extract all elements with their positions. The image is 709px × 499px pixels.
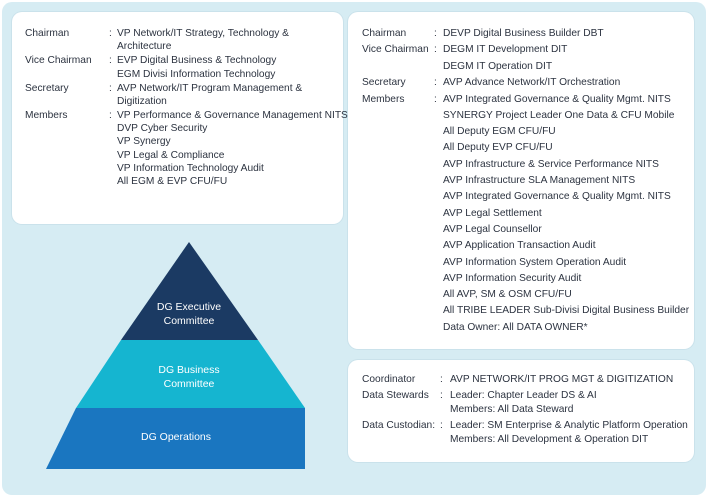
role-holder: AVP Information Security Audit: [443, 272, 582, 284]
role-label: Chairman: [362, 28, 407, 39]
role-holder: All EGM & EVP CFU/FU: [117, 175, 228, 187]
role-separator: :: [434, 93, 437, 105]
role-label: Members: [362, 93, 405, 105]
role-label: Data Stewards: [362, 389, 429, 401]
executive-tier-label-line2: Committee: [164, 315, 215, 327]
role-holder: Leader: Chapter Leader DS & AI: [450, 389, 597, 401]
role-holder: EVP Digital Business & Technology: [117, 55, 277, 67]
role-holder: AVP Legal Counsellor: [443, 223, 542, 235]
pyramid-tier-operations: [46, 408, 305, 469]
executive-tier-label-line1: DG Executive: [157, 301, 221, 313]
role-holder: DEGM IT Operation DIT: [443, 60, 553, 72]
pyramid-tier-business: [76, 340, 305, 408]
role-separator: :: [109, 109, 112, 121]
role-holder: SYNERGY Project Leader One Data & CFU Mo…: [443, 109, 675, 121]
role-holder: All Deputy EGM CFU/FU: [443, 126, 556, 138]
role-holder: AVP Integrated Governance & Quality Mgmt…: [443, 93, 671, 105]
role-holder: AVP Infrastructure & Service Performance…: [443, 158, 659, 170]
pyramid-tier-executive: [121, 242, 258, 340]
role-holder: VP Network/IT Strategy, Technology &: [117, 28, 289, 39]
role-holder: VP Synergy: [117, 136, 171, 148]
role-holder: AVP Legal Settlement: [443, 207, 542, 219]
role-holder: Members: All Development & Operation DIT: [450, 434, 649, 445]
role-label: Members: [25, 109, 68, 121]
role-separator: :: [109, 55, 112, 67]
role-label: Vice Chairman: [362, 44, 429, 56]
role-separator: :: [434, 77, 437, 89]
role-holder: Members: All Data Steward: [450, 404, 574, 415]
role-holder: EGM Divisi Information Technology: [117, 68, 276, 80]
role-label: Vice Chairman: [25, 55, 92, 67]
role-holder: AVP Information System Operation Audit: [443, 256, 627, 268]
role-holder: Data Owner: All DATA OWNER*: [443, 321, 588, 333]
role-holder: AVP Integrated Governance & Quality Mgmt…: [443, 191, 671, 203]
role-holder: All Deputy EVP CFU/FU: [443, 142, 553, 154]
role-holder: VP Performance & Governance Management N…: [117, 109, 348, 121]
role-label: Chairman: [25, 28, 70, 39]
role-separator: :: [440, 419, 443, 431]
role-holder: VP Legal & Compliance: [117, 149, 225, 161]
role-separator: :: [434, 44, 437, 56]
role-holder: AVP NETWORK/IT PROG MGT & DIGITIZATION: [450, 374, 674, 385]
role-holder: DEGM IT Development DIT: [443, 44, 568, 56]
executive-committee-card: Chairman: VP Network/IT Strategy, Technol…: [12, 12, 348, 224]
role-holder: DEVP Digital Business Builder DBT: [443, 28, 604, 39]
role-separator: :: [440, 374, 443, 385]
role-separator: :: [440, 389, 443, 401]
operations-tier-label: DG Operations: [141, 431, 211, 443]
role-label: Data Custodian:: [362, 419, 436, 431]
role-separator: :: [434, 28, 437, 39]
business-committee-card: Chairman: DEVP Digital Business Builder D…: [348, 12, 694, 349]
role-holder: VP Information Technology Audit: [117, 162, 264, 174]
operations-card: Coordinator: AVP NETWORK/IT PROG MGT & DI…: [348, 360, 694, 462]
role-holder: AVP Network/IT Program Management &: [117, 82, 303, 94]
role-label: Secretary: [362, 77, 406, 89]
role-holder: Architecture: [117, 41, 172, 53]
role-holder: AVP Advance Network/IT Orchestration: [443, 77, 621, 89]
role-holder: Leader: SM Enterprise & Analytic Platfor…: [450, 419, 688, 431]
role-holder: AVP Infrastructure SLA Management NITS: [443, 175, 636, 186]
role-holder: Digitization: [117, 95, 167, 107]
role-holder: AVP Application Transaction Audit: [443, 240, 596, 252]
business-tier-label-line2: Committee: [164, 378, 215, 390]
role-label: Secretary: [25, 82, 69, 94]
role-holder: All AVP, SM & OSM CFU/FU: [443, 289, 572, 301]
role-separator: :: [109, 82, 112, 94]
role-separator: :: [109, 28, 112, 39]
role-holder: All TRIBE LEADER Sub-Divisi Digital Busi…: [443, 305, 690, 317]
business-tier-label-line1: DG Business: [158, 364, 219, 376]
role-label: Coordinator: [362, 374, 416, 385]
role-holder: DVP Cyber Security: [117, 123, 208, 135]
